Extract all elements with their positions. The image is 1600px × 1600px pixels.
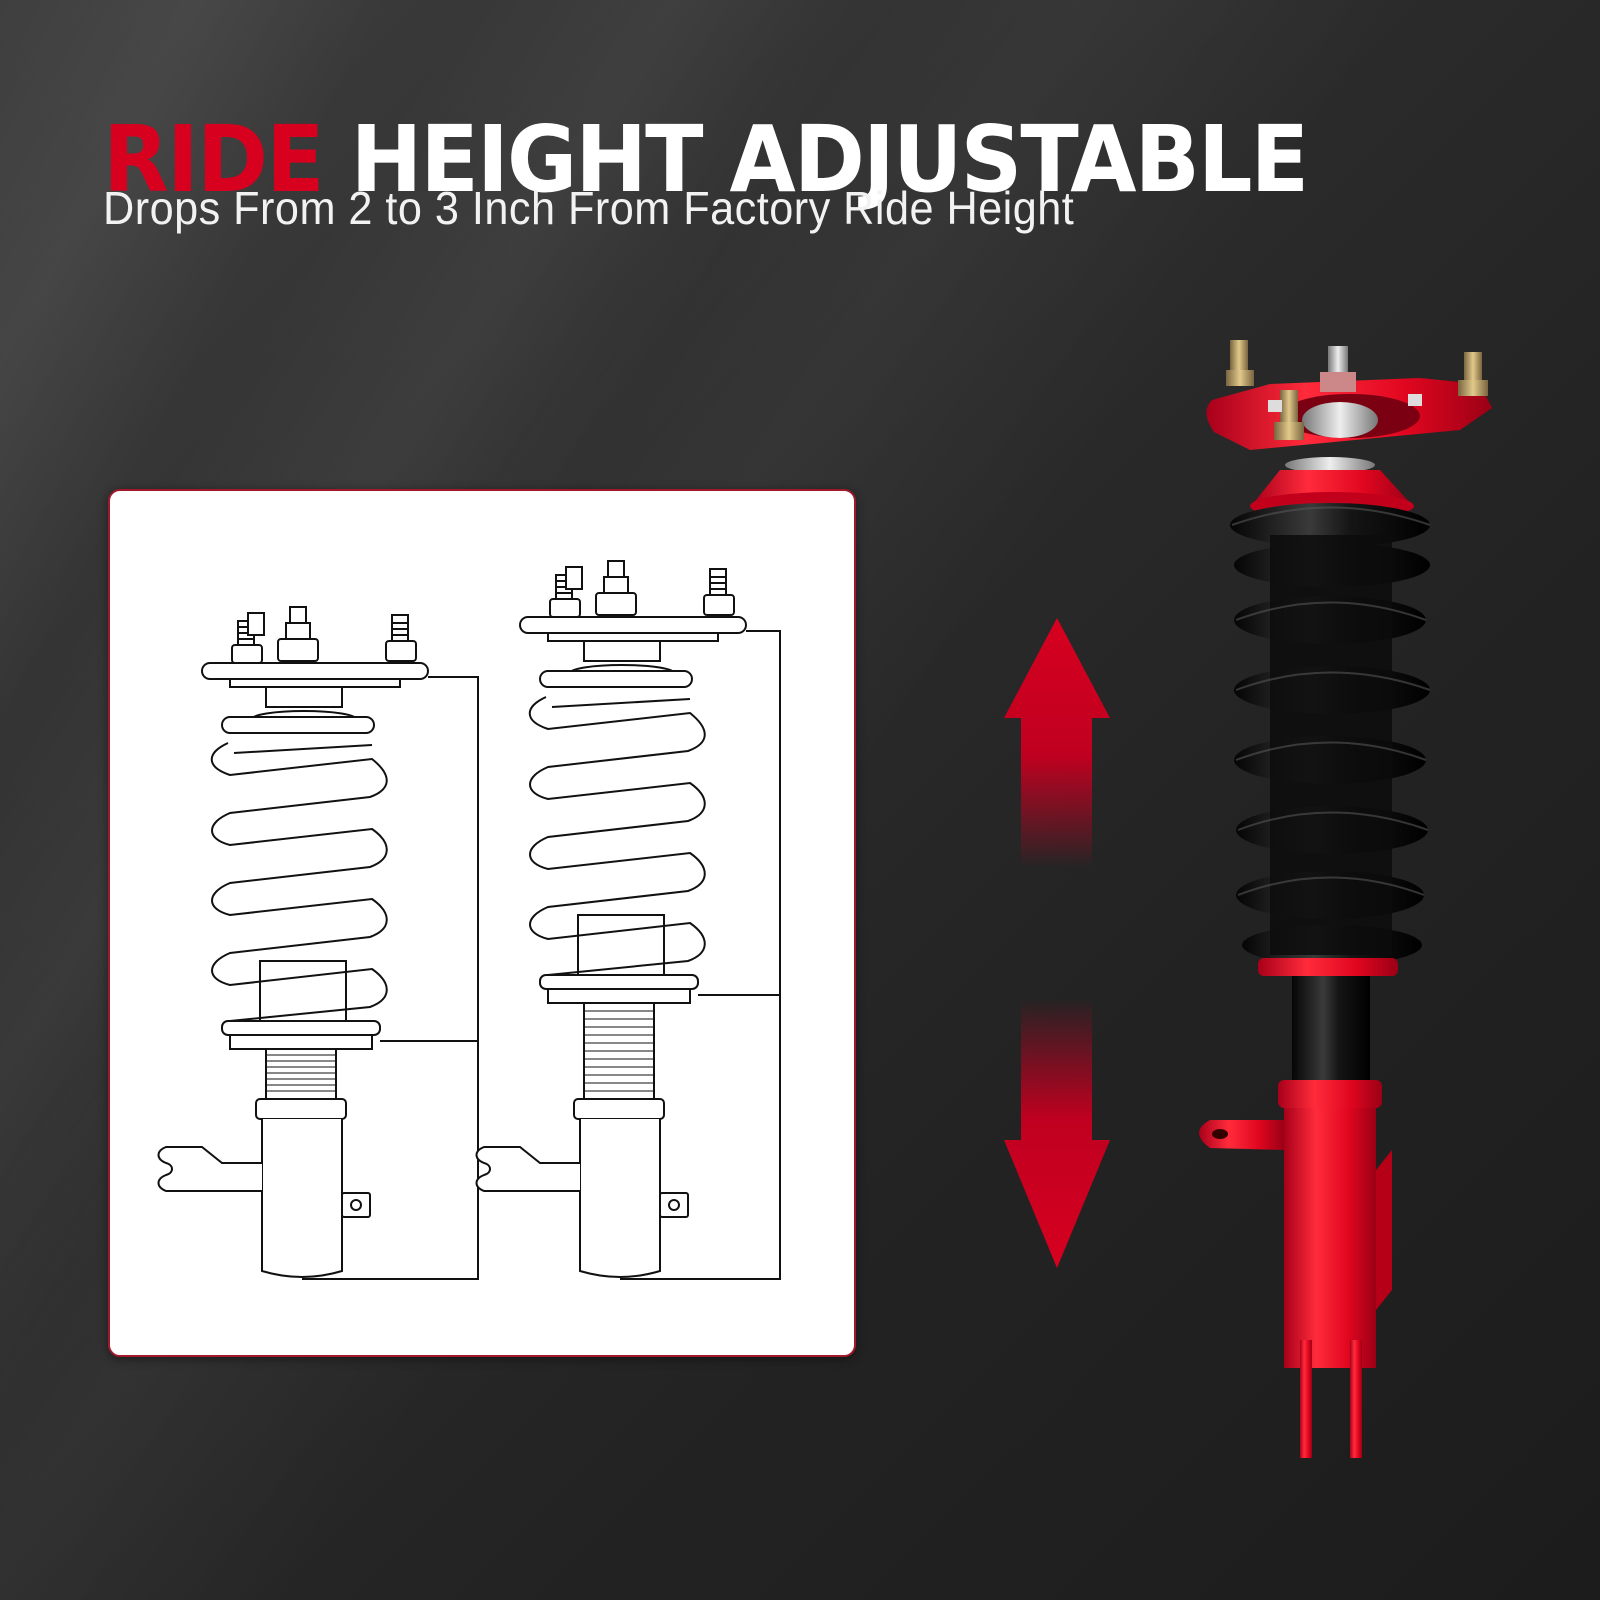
subheadline: Drops From 2 to 3 Inch From Factory Ride… <box>103 182 1075 234</box>
headline-rest: HEIGHT ADJUSTABLE <box>350 105 1309 213</box>
coilover-product-image <box>1180 320 1520 1465</box>
double-vertical-arrow-icon <box>1002 618 1112 1273</box>
headline-accent-word: RIDE <box>103 105 325 213</box>
headline: RIDE HEIGHT ADJUSTABLE <box>103 113 1309 206</box>
ride-height-diagram-panel <box>108 489 856 1357</box>
strut-drawing-raised <box>475 560 781 1280</box>
strut-drawing-lowered <box>157 606 479 1280</box>
